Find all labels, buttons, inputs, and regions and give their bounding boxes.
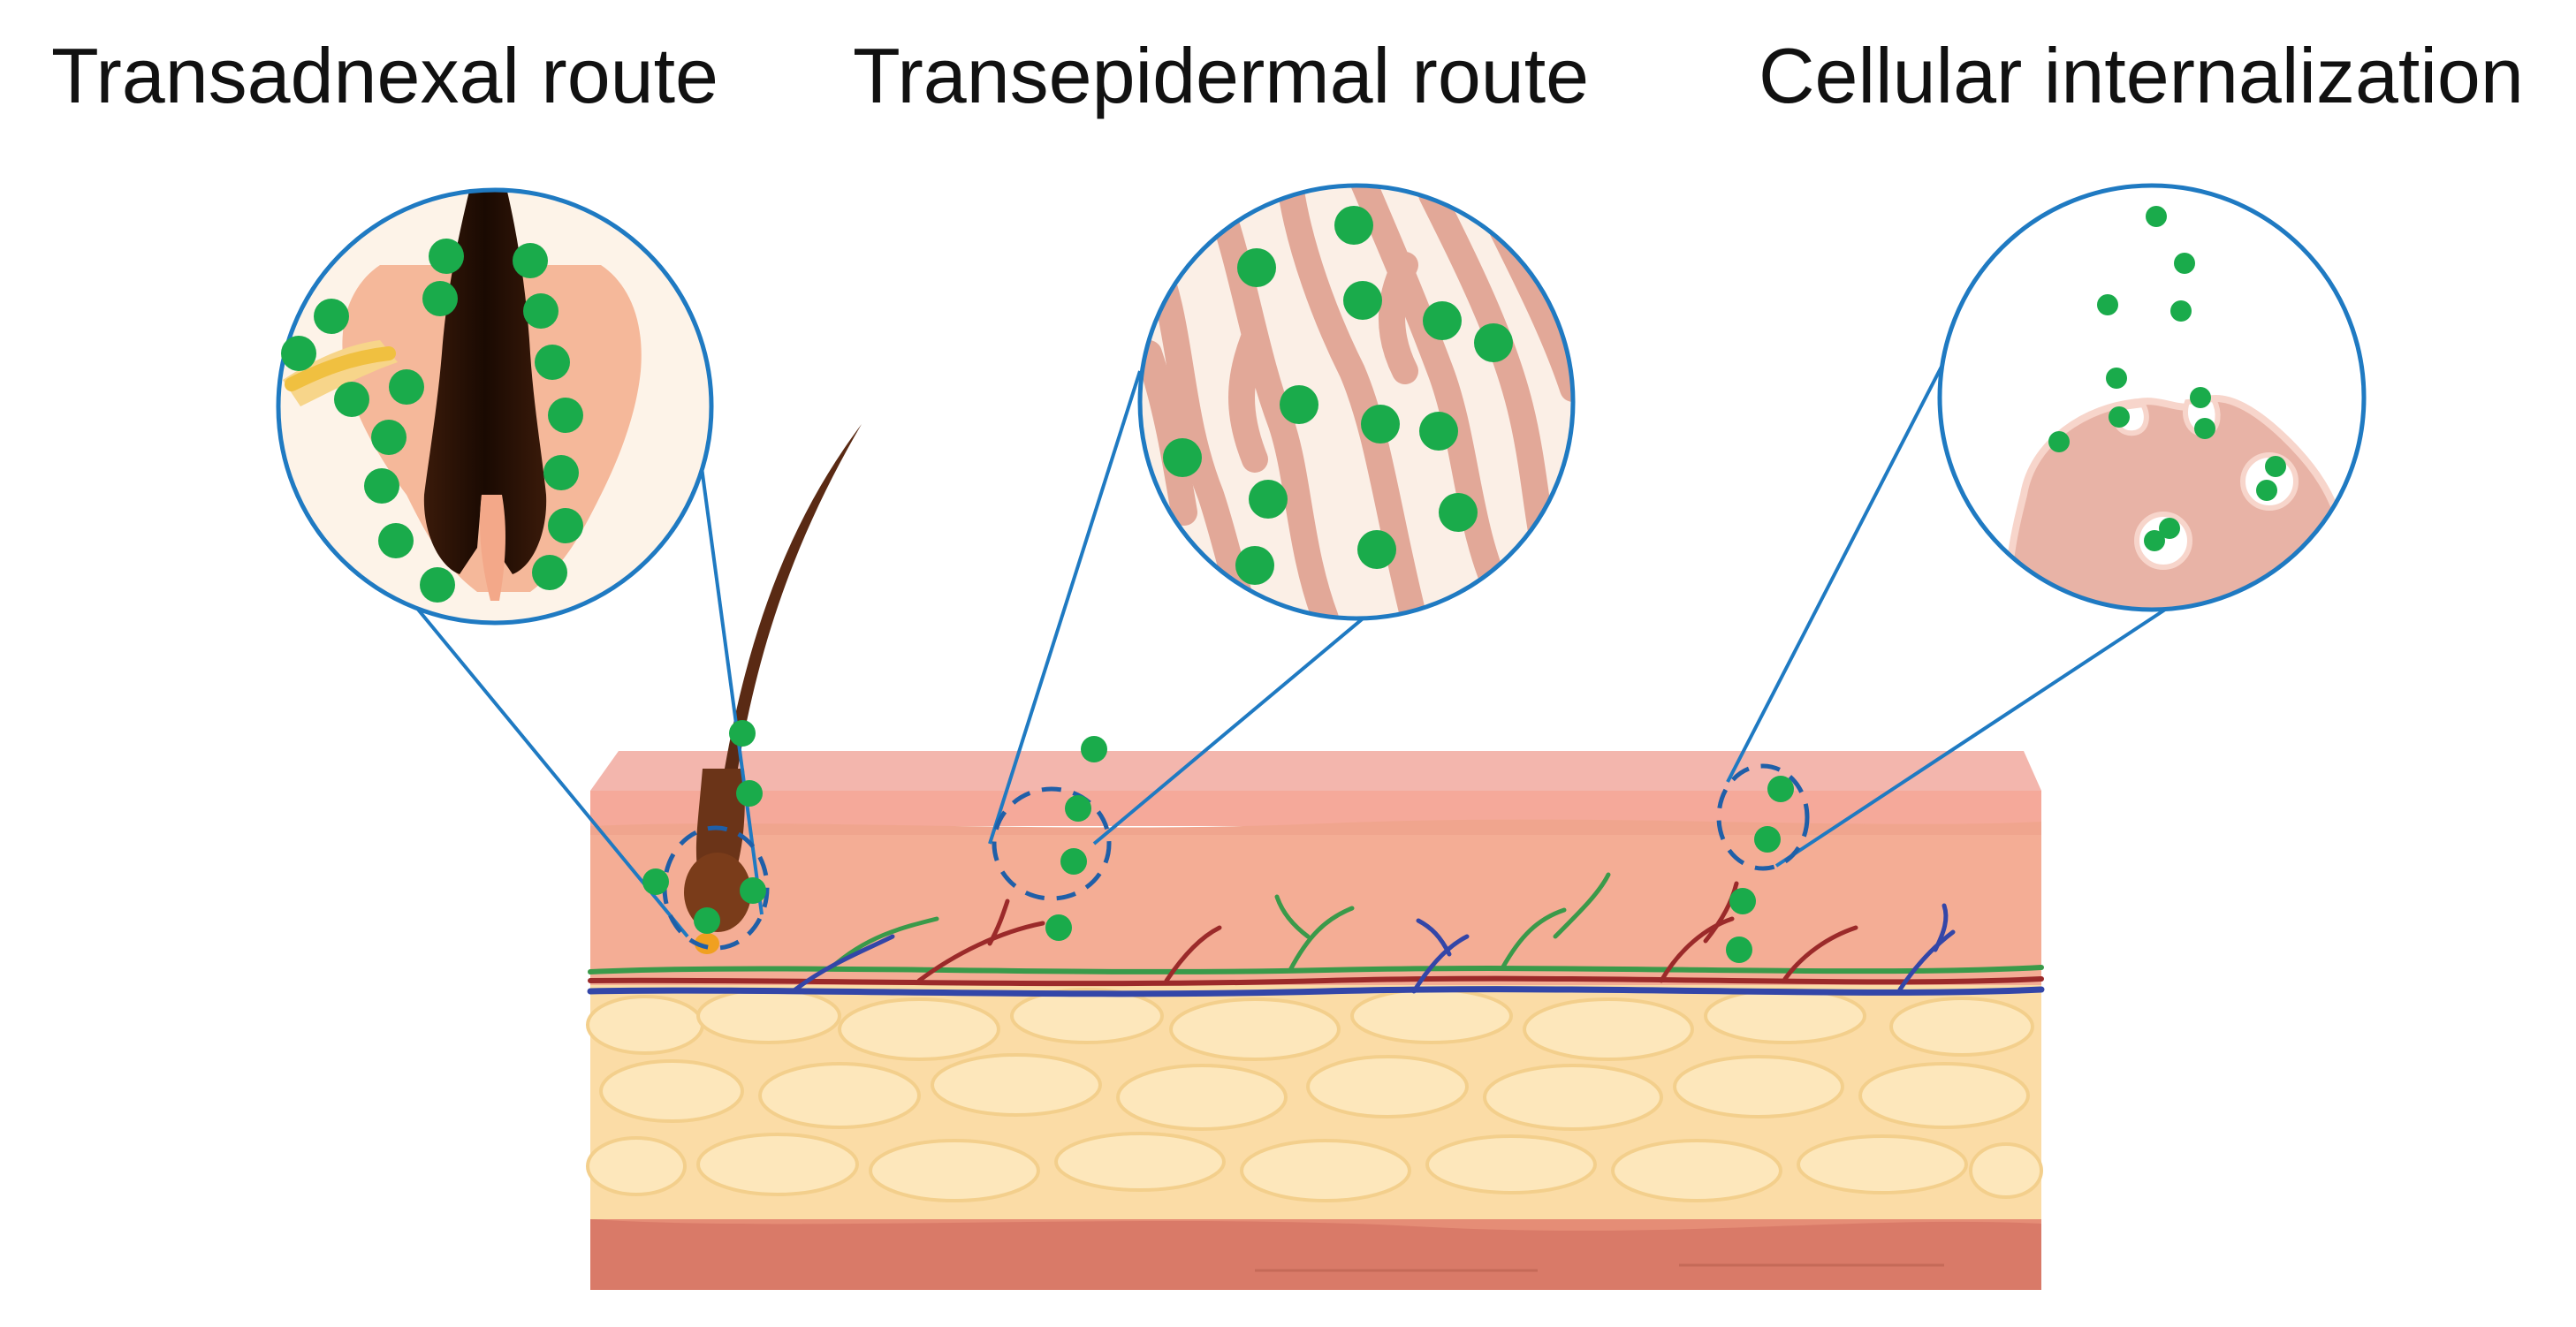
epidermis-layer	[590, 791, 2041, 826]
label-transadnexal-route: Transadnexal route	[51, 32, 718, 119]
zoom-circle-transadnexal	[276, 187, 714, 626]
fat-cells	[586, 988, 2043, 1202]
muscle-layer	[590, 1219, 2041, 1290]
label-cellular-internalization: Cellular internalization	[1759, 32, 2524, 119]
skin-block	[586, 751, 2043, 1290]
follicle-nanoparticles	[281, 239, 583, 603]
blood-vessels	[587, 872, 2045, 997]
label-transepidermal-route: Transepidermal route	[853, 32, 1590, 119]
zoom-circle-cellular	[1937, 183, 2367, 612]
zoom-circle-transepidermal	[1137, 183, 1576, 621]
cell-nanoparticles	[2048, 206, 2286, 551]
dermis-layer	[590, 835, 2041, 985]
epidermis-nanoparticles	[1163, 206, 1513, 585]
skin-nanoparticles	[642, 720, 1794, 963]
skin-surface	[590, 751, 2041, 791]
